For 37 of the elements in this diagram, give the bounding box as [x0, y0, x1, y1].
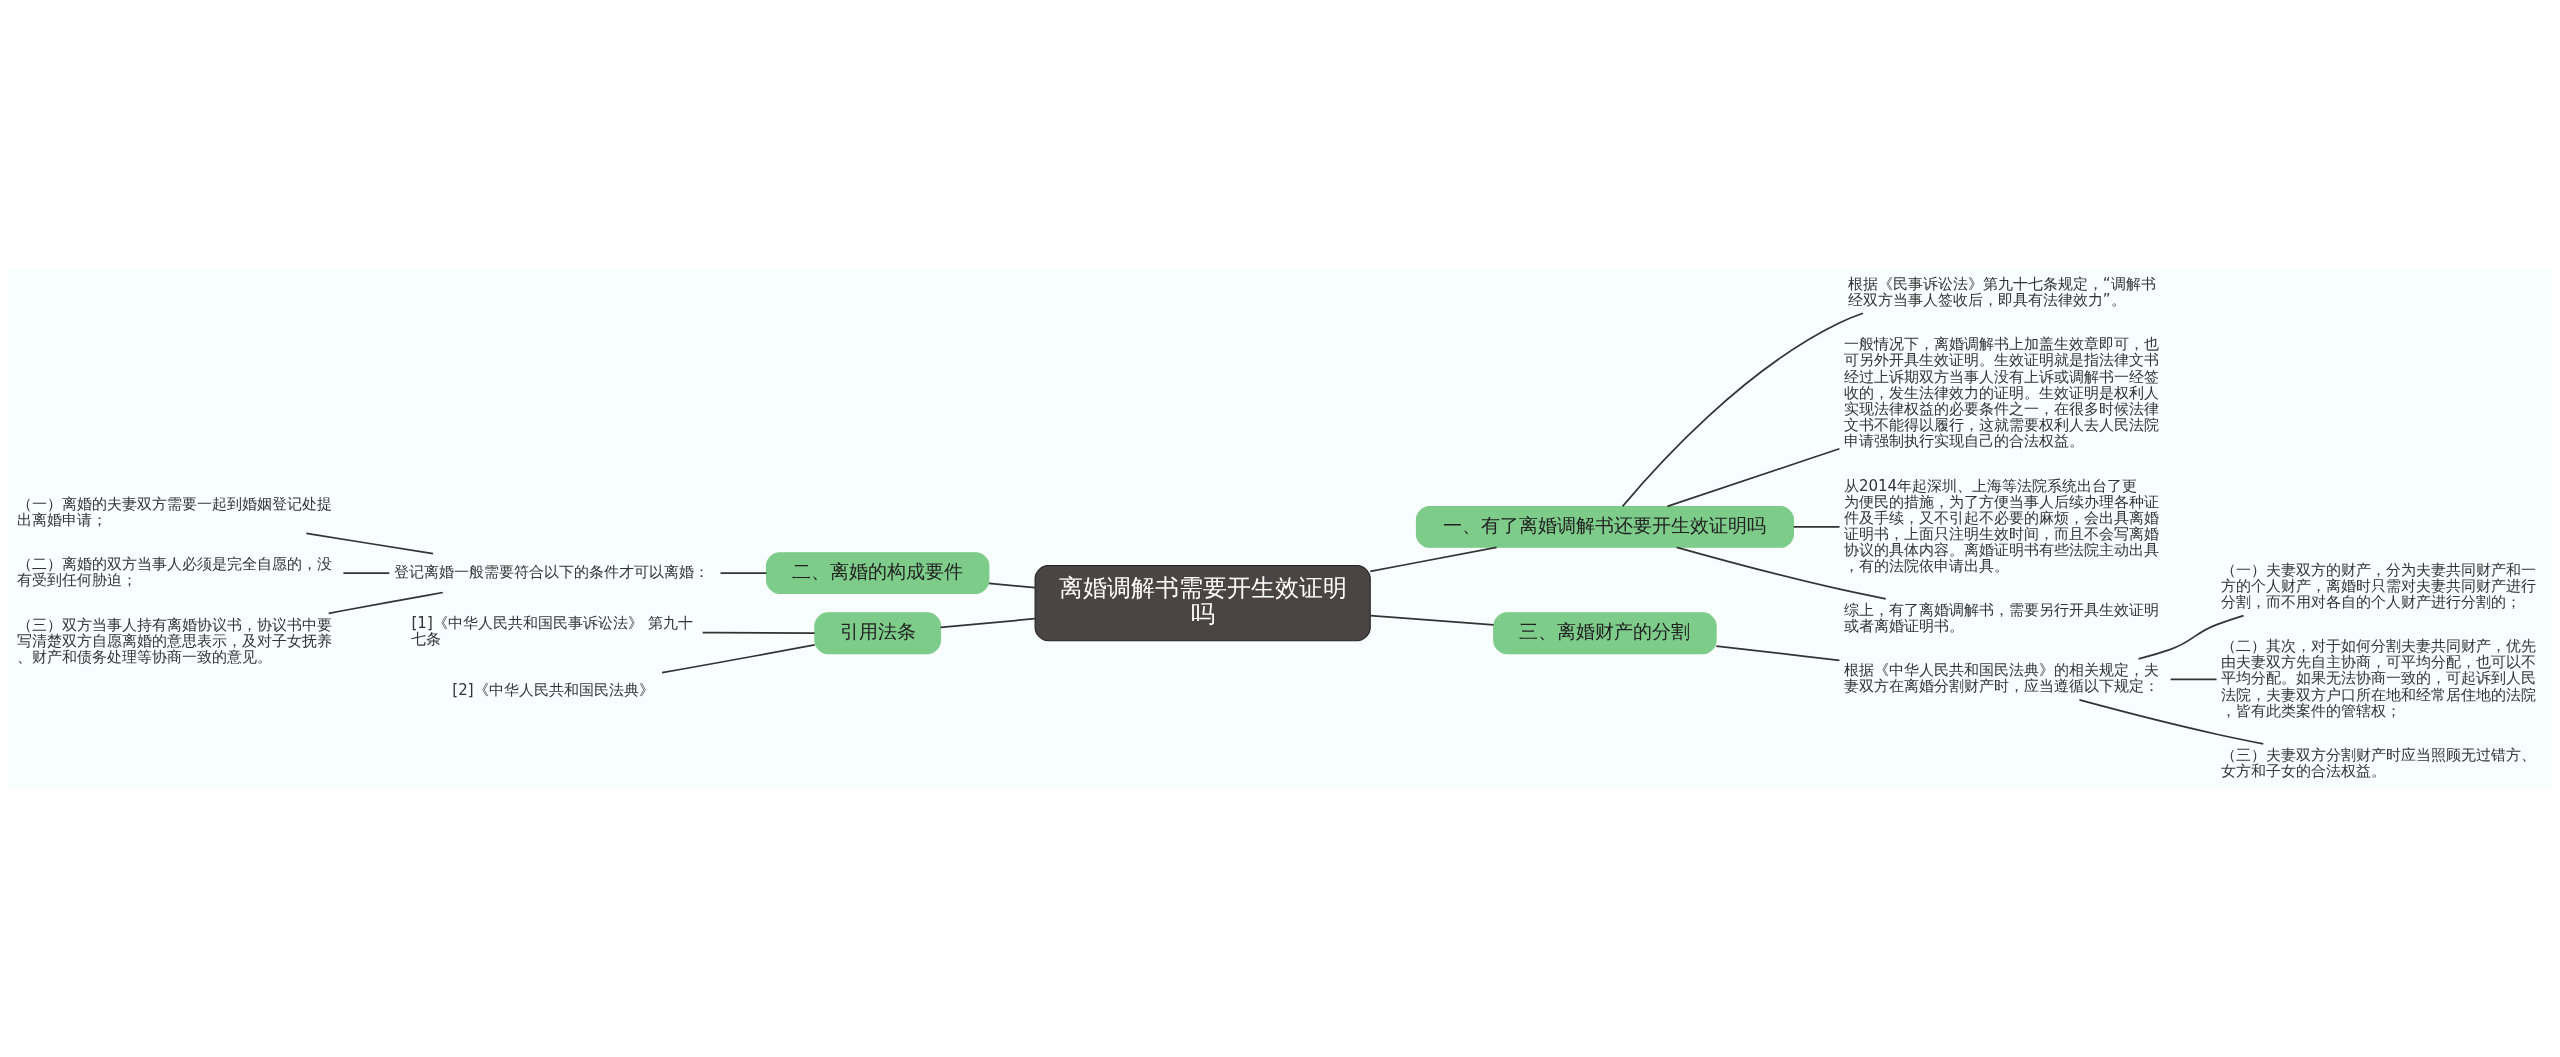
node-text: （二）离婚的双方当事人必须是完全自愿的，没有受到任何胁迫； — [16, 555, 332, 590]
node-text: 根据《中华人民共和国民法典》的相关规定，夫妻双方在离婚分割财产时，应当遵循以下规定： — [1843, 661, 2159, 696]
node-box: 二、离婚的构成要件 — [766, 552, 990, 595]
connector — [661, 644, 816, 674]
node-text: 登记离婚一般需要符合以下的条件才可以离婚： — [393, 563, 709, 582]
node-box: 引用法条 — [814, 612, 942, 655]
connector — [1675, 546, 1887, 600]
connector — [1621, 312, 1864, 508]
node-text: （三）双方当事人持有离婚协议书，协议书中要写清楚双方自愿离婚的意思表示，及对子女抚养、财产和债务处理等协商一致的意见。 — [16, 615, 332, 666]
node-box: 离婚调解书需要开生效证明吗 — [1034, 565, 1371, 642]
node-box: 一、有了离婚调解书还要开生效证明吗 — [1415, 505, 1794, 548]
node-text: （一）夫妻双方的财产，分为夫妻共同财产和一方的个人财产，离婚时只需对夫妻共同财产进行分割，而不用对各自的个人财产进行分割的； — [2221, 560, 2537, 612]
connector — [1369, 546, 1498, 573]
node-text: 一般情况下，离婚调解书上加盖生效章即可，也可另外开具生效证明。生效证明就是指法律文书经过上诉期双方当事人没有上诉或调解书一经签收的，发生法律效力的证明。生效证明是权利人实现法律权益的必要条件之一，在很多时候法律文书不能得以履行，这就需要权利人去人民法院申请强制执行实现自己的合法权益。 — [1843, 335, 2159, 450]
node-text: （一）离婚的夫妻双方需要一起到婚姻登记处提出离婚申请； — [16, 494, 332, 529]
connector — [327, 591, 444, 615]
node-text: 从2014年起深圳、上海等法院系统出台了更为便民的措施，为了方便当事人后续办理各种证件及手续，又不引起不必要的麻烦，会出具离婚证明书，上面只注明生效时间，而且不会写离婚协议的具体内容。离婚证明书有些法院主动出具，有的法院依申请出具。 — [1843, 476, 2159, 576]
connector — [939, 617, 1036, 629]
connector — [1666, 447, 1841, 508]
connector — [2137, 614, 2245, 660]
node-box: 三、离婚财产的分割 — [1493, 612, 1717, 655]
node-text: [1]《中华人民共和国民事诉讼法》 第九十七条 — [411, 614, 693, 649]
node-text: （二）其次，对于如何分割夫妻共同财产，优先由夫妻双方先自主协商，可平均分配，也可以不平均分配。如果无法协商一致的，可起诉到人民法院，夫妻双方户口所在地和经常居住地的法院，皆有此类案件的管辖权； — [2221, 637, 2537, 720]
node-text: [2]《中华人民共和国民法典》 — [452, 681, 654, 700]
connector — [2169, 678, 2218, 681]
connector — [1792, 526, 1841, 528]
connector — [701, 631, 816, 634]
node-text: 根据《民事诉讼法》第九十七条规定，“调解书经双方当事人签收后，即具有法律效力”。 — [1847, 274, 2156, 309]
node-text: 综上，有了离婚调解书，需要另行开具生效证明或者离婚证明书。 — [1843, 601, 2159, 636]
connector — [2078, 699, 2265, 745]
connector — [305, 532, 434, 555]
connector — [1369, 614, 1495, 626]
node-text: （三）夫妻双方分割财产时应当照顾无过错方、女方和子女的合法权益。 — [2221, 746, 2537, 781]
connector — [719, 572, 768, 574]
connector — [988, 582, 1036, 589]
connector — [342, 572, 391, 574]
connector — [1715, 645, 1841, 662]
